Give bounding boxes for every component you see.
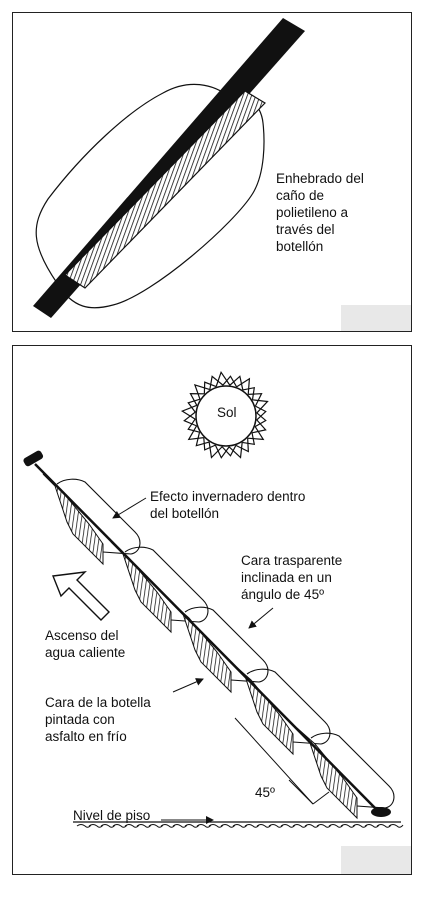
sun-ray xyxy=(242,386,256,400)
label-line: inclinada en un xyxy=(241,570,332,585)
sun-ray xyxy=(209,375,224,390)
caption-line: través del xyxy=(276,222,335,237)
sun-ray xyxy=(251,419,267,434)
angle-line-2 xyxy=(312,791,330,805)
sun-ray xyxy=(229,375,244,391)
label-line: del botellón xyxy=(150,506,220,521)
sun-ray xyxy=(242,432,256,446)
sun-icon xyxy=(180,370,269,459)
sun-ray xyxy=(195,432,210,447)
transparent-face-leader xyxy=(248,607,274,629)
hot-water-label: Ascenso del agua caliente xyxy=(45,627,125,661)
sun-ray xyxy=(221,445,237,457)
bottle xyxy=(296,727,395,820)
caption-line: botellón xyxy=(276,239,324,254)
label-line: Cara de la botella xyxy=(45,695,151,710)
floor-mark xyxy=(112,824,128,828)
bottle-chain xyxy=(42,473,395,820)
floor-mark xyxy=(196,824,212,828)
pipe-top-cap xyxy=(23,450,44,467)
sun-ray xyxy=(183,411,197,427)
floor-mark xyxy=(244,824,260,828)
sun-ray xyxy=(187,418,200,433)
floor-mark xyxy=(364,824,380,828)
floor-label: Nivel de piso xyxy=(73,808,151,823)
floor-mark xyxy=(316,824,332,828)
caption-line: caño de xyxy=(276,188,325,203)
label-line: Ascenso del xyxy=(45,628,119,643)
floor-mark xyxy=(208,824,224,828)
smudge xyxy=(341,305,411,331)
hot-water-arrow xyxy=(52,571,110,621)
pipe xyxy=(34,463,378,811)
floor-mark xyxy=(160,824,176,828)
floor-mark xyxy=(136,824,152,828)
threading-illustration xyxy=(33,18,411,331)
floor-mark xyxy=(256,824,272,828)
sun-ray xyxy=(248,393,263,407)
pipe-threaded-section xyxy=(64,90,266,289)
floor-mark xyxy=(292,824,308,828)
floor-mark xyxy=(172,824,188,828)
floor-mark xyxy=(100,824,116,828)
painted-face-leader xyxy=(172,678,204,693)
sun-ray xyxy=(255,405,267,421)
floor-mark xyxy=(268,824,284,828)
floor-mark xyxy=(220,824,236,828)
sun-label: Sol xyxy=(217,405,237,420)
greenhouse-leader xyxy=(112,497,147,519)
solar-heater-panel: Sol Efecto invernadero dentro del botell… xyxy=(12,345,412,875)
caption-line: Enhebrado del xyxy=(276,171,364,186)
floor-mark xyxy=(328,824,344,828)
floor-hatch xyxy=(76,824,404,828)
sun-ray xyxy=(222,375,238,388)
sun-ray xyxy=(214,444,230,459)
sun-ray xyxy=(203,437,216,451)
sun-ray xyxy=(235,438,249,453)
label-line: Cara trasparente xyxy=(241,553,343,568)
threading-caption: Enhebrado del caño de polietileno a trav… xyxy=(276,170,364,255)
floor-mark xyxy=(340,824,356,828)
floor-mark xyxy=(76,824,92,828)
sun-ray xyxy=(187,398,201,413)
label-line: pintada con xyxy=(45,712,115,727)
sun-ray xyxy=(203,381,217,394)
painted-face-label: Cara de la botella pintada con asfalto e… xyxy=(45,694,151,745)
label-line: ángulo de 45º xyxy=(241,587,325,602)
pipe-bottom-cap xyxy=(371,807,391,817)
transparent-face-label: Cara trasparente inclinada en un ángulo … xyxy=(241,552,342,603)
floor-mark xyxy=(88,824,104,828)
sun-ray xyxy=(189,393,205,406)
floor-mark xyxy=(280,824,296,828)
label-line: asfalto en frío xyxy=(45,729,127,744)
floor-mark xyxy=(124,824,140,828)
label-line: agua caliente xyxy=(45,645,126,660)
bottle-outline xyxy=(35,83,265,309)
label-line: Efecto invernadero dentro xyxy=(150,489,306,504)
threading-panel: Enhebrado del caño de polietileno a trav… xyxy=(12,12,412,332)
floor-mark xyxy=(304,824,320,828)
floor-mark xyxy=(376,824,392,828)
floor-mark xyxy=(388,824,404,828)
sun-ray xyxy=(254,412,267,428)
angle-label: 45º xyxy=(255,785,275,800)
floor-mark xyxy=(352,824,368,828)
caption-line: polietileno a xyxy=(276,205,349,220)
angle-arc xyxy=(288,779,314,805)
floor-mark xyxy=(184,824,200,828)
floor-mark xyxy=(232,824,248,828)
floor-mark xyxy=(148,824,164,828)
greenhouse-label: Efecto invernadero dentro del botellón xyxy=(150,488,305,522)
smudge xyxy=(341,846,411,874)
solar-heater-illustration xyxy=(23,370,411,874)
angle-line-1 xyxy=(234,717,314,805)
